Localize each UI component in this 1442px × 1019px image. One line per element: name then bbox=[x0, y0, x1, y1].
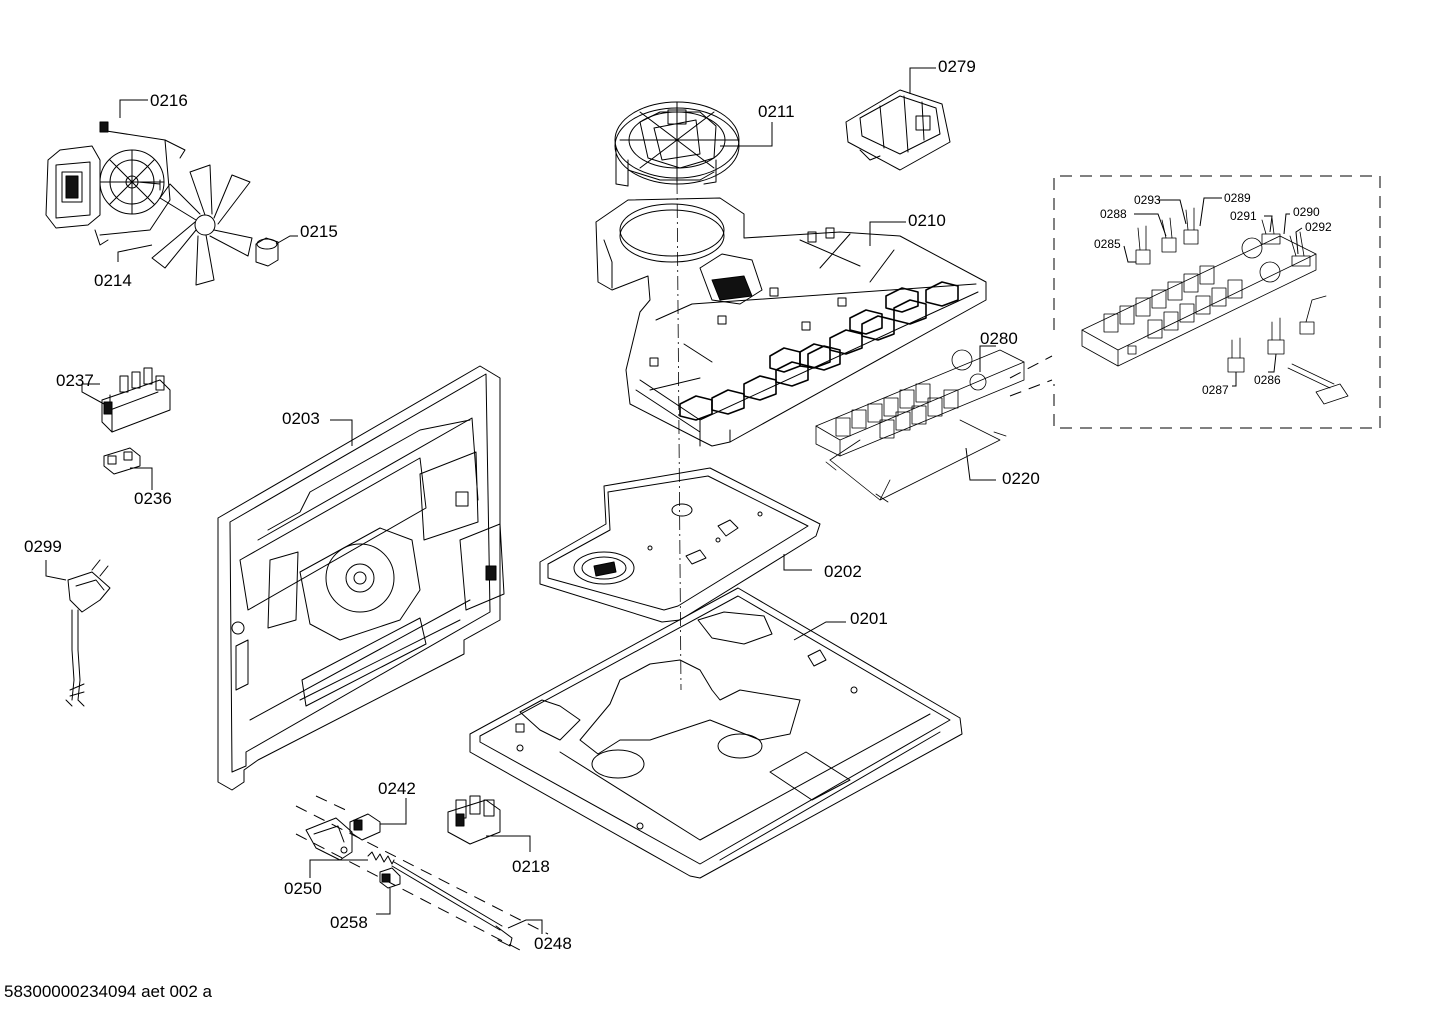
connector-0287-part[interactable] bbox=[1227, 337, 1245, 373]
air-duct-part[interactable] bbox=[595, 197, 987, 447]
terminal-0218-part[interactable] bbox=[447, 795, 501, 845]
fan-blade-part[interactable] bbox=[151, 164, 253, 286]
callout-0289: 0289 bbox=[1224, 191, 1251, 205]
cooling-fan-part[interactable] bbox=[614, 101, 740, 187]
small-connector-part[interactable] bbox=[103, 447, 141, 475]
callout-0201: 0201 bbox=[850, 609, 888, 628]
callout-0214: 0214 bbox=[94, 271, 132, 290]
callout-0279: 0279 bbox=[938, 57, 976, 76]
base-tray-part[interactable] bbox=[469, 587, 963, 879]
callout-0215: 0215 bbox=[300, 222, 338, 241]
callout-0288: 0288 bbox=[1100, 207, 1127, 221]
callout-0211: 0211 bbox=[758, 102, 795, 121]
power-cord-part[interactable] bbox=[65, 559, 111, 707]
rod-0248-part[interactable] bbox=[391, 861, 513, 947]
callout-0220: 0220 bbox=[1002, 469, 1040, 488]
callout-0248: 0248 bbox=[534, 934, 572, 953]
callout-0292: 0292 bbox=[1305, 220, 1332, 234]
bracket-part[interactable] bbox=[305, 817, 353, 861]
callout-0210: 0210 bbox=[908, 211, 946, 230]
insulation-plate-part[interactable] bbox=[539, 467, 821, 623]
callout-0290: 0290 bbox=[1293, 205, 1320, 219]
callout-0218: 0218 bbox=[512, 857, 550, 876]
switch-0242-part[interactable] bbox=[349, 813, 381, 841]
callout-0237: 0237 bbox=[56, 371, 94, 390]
connector-housing-part[interactable] bbox=[845, 89, 951, 171]
electronics-module-part[interactable] bbox=[815, 349, 1025, 503]
rear-panel-part[interactable] bbox=[217, 365, 505, 791]
temperature-sensor-part[interactable] bbox=[1287, 363, 1349, 405]
callout-0293: 0293 bbox=[1134, 193, 1161, 207]
callout-0287: 0287 bbox=[1202, 383, 1229, 397]
callout-0242: 0242 bbox=[378, 779, 416, 798]
callout-0250: 0250 bbox=[284, 879, 322, 898]
callout-0291: 0291 bbox=[1230, 209, 1257, 223]
callout-0203: 0203 bbox=[282, 409, 320, 428]
connector-0291-part[interactable] bbox=[1261, 217, 1281, 245]
connector-0288-part[interactable] bbox=[1135, 225, 1151, 265]
callout-0202: 0202 bbox=[824, 562, 862, 581]
document-reference: 58300000234094 aet 002 a bbox=[4, 982, 212, 1001]
callout-0285: 0285 bbox=[1094, 237, 1121, 251]
terminal-block-part[interactable] bbox=[101, 367, 171, 433]
fan-motor-part[interactable] bbox=[45, 121, 186, 246]
connector-0293-part[interactable] bbox=[1161, 217, 1177, 253]
callout-0216: 0216 bbox=[150, 91, 188, 110]
connector-plug-part[interactable] bbox=[1299, 295, 1327, 335]
callout-0236: 0236 bbox=[134, 489, 172, 508]
connector-0286-part[interactable] bbox=[1267, 317, 1285, 355]
callout-0258: 0258 bbox=[330, 913, 368, 932]
callout-0280: 0280 bbox=[980, 329, 1018, 348]
detail-box bbox=[1053, 175, 1381, 429]
callout-0286: 0286 bbox=[1254, 373, 1281, 387]
control-board-part[interactable] bbox=[1081, 235, 1317, 367]
connector-0292-part[interactable] bbox=[1289, 231, 1311, 267]
spring-0250-part[interactable] bbox=[367, 851, 395, 865]
callout-0299: 0299 bbox=[24, 537, 62, 556]
clip-0258-part[interactable] bbox=[379, 867, 401, 889]
fan-nut-part[interactable] bbox=[255, 237, 279, 267]
connector-0289-part[interactable] bbox=[1183, 207, 1199, 245]
